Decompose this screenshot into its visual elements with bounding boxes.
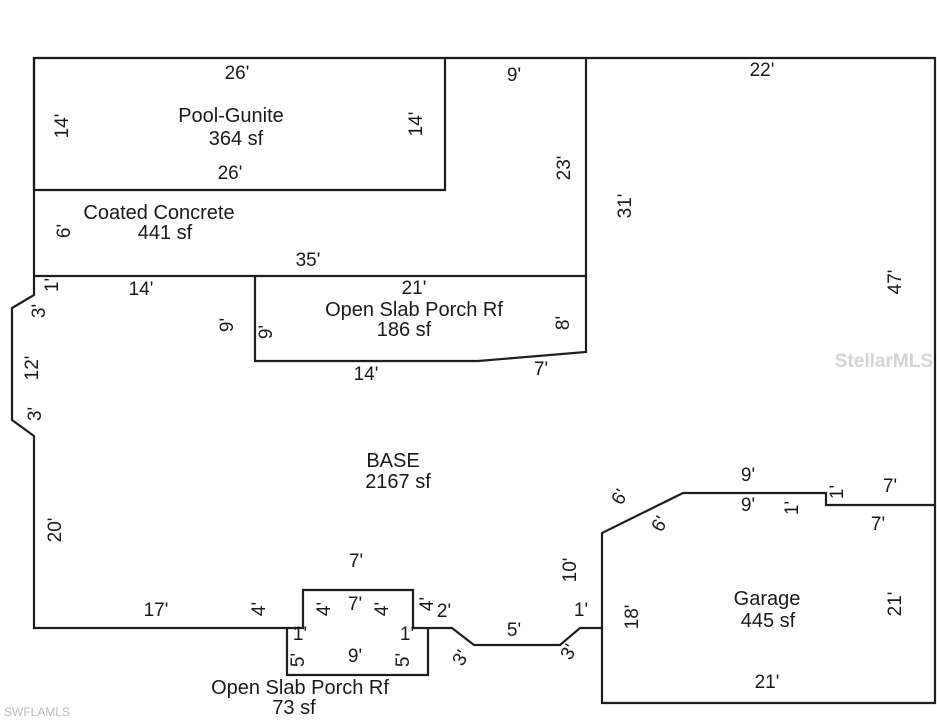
dim-pool-right: 14' xyxy=(406,112,427,137)
building-outline xyxy=(10,56,937,647)
dim-garage-top-9a: 9' xyxy=(741,465,755,486)
pool-area: 364 sf xyxy=(209,128,264,150)
upper-porch-label: Open Slab Porch Rf xyxy=(325,299,503,321)
swflamls-watermark: SWFLAMLS xyxy=(4,705,70,719)
garage-outline xyxy=(600,505,937,705)
stellar-watermark: StellarMLS xyxy=(835,351,933,372)
dim-left-3a: 3' xyxy=(29,304,50,318)
dim-pool-top: 26' xyxy=(225,63,250,84)
dim-garage-1b: 1' xyxy=(782,501,803,515)
upper-porch-outline xyxy=(253,276,588,363)
dim-garage-10: 10' xyxy=(560,558,581,583)
dim-porch-bottom-14: 14' xyxy=(354,364,379,385)
dim-mid-31: 31' xyxy=(615,194,636,219)
dim-step-2: 2' xyxy=(437,601,451,622)
dim-garage-7b: 7' xyxy=(871,514,885,535)
dim-garage-18: 18' xyxy=(622,605,643,630)
dim-garage-top-9b: 9' xyxy=(741,495,755,516)
dim-bottom-17: 17' xyxy=(144,600,169,621)
dim-porch-left-in: 9' xyxy=(256,325,277,339)
dim-lporch-5b: 5' xyxy=(393,653,414,667)
lower-porch-outline xyxy=(285,628,430,677)
dim-slope-5: 5' xyxy=(507,620,521,641)
coated-area: 441 sf xyxy=(138,222,193,244)
dim-top-mid: 9' xyxy=(507,65,521,86)
dim-porch-right: 8' xyxy=(553,316,574,330)
dim-lporch-5a: 5' xyxy=(288,653,309,667)
dim-garage-21-right: 21' xyxy=(885,592,906,617)
dim-porch-top: 21' xyxy=(402,278,427,299)
base-area: 2167 sf xyxy=(365,471,431,493)
dim-left-20: 20' xyxy=(45,518,66,543)
dim-mid-23: 23' xyxy=(554,156,575,181)
pool-label: Pool-Gunite xyxy=(178,105,284,127)
dim-lporch-1a: 1' xyxy=(293,624,307,645)
dim-notch-4b: 4' xyxy=(314,602,335,616)
dim-porch-bottom-7: 7' xyxy=(534,359,548,380)
dim-porch-left-out: 9' xyxy=(217,318,238,332)
dim-lporch-1b: 1' xyxy=(400,624,414,645)
dim-left-3b: 3' xyxy=(25,407,46,421)
dim-notch-4c: 4' xyxy=(372,602,393,616)
lower-porch-area: 73 sf xyxy=(272,697,316,719)
dim-notch-4d: 4' xyxy=(417,597,438,611)
dim-slope-3a: 3' xyxy=(449,647,474,670)
dim-bottom-7: 7' xyxy=(349,551,363,572)
dim-right-47: 47' xyxy=(885,270,906,295)
garage-label: Garage xyxy=(734,588,801,610)
dim-coated-bottom: 35' xyxy=(296,250,321,271)
lower-porch-label: Open Slab Porch Rf xyxy=(211,677,389,699)
garage-area: 445 sf xyxy=(741,610,796,632)
dim-notch-7: 7' xyxy=(348,594,362,615)
dim-pool-bottom: 26' xyxy=(218,163,243,184)
dim-garage-1c: 1' xyxy=(574,600,588,621)
dim-garage-1a: 1' xyxy=(827,485,848,499)
dim-left-12: 12' xyxy=(22,356,43,381)
dim-garage-7a: 7' xyxy=(883,476,897,497)
dim-garage-6b: 6' xyxy=(648,513,673,536)
upper-porch-area: 186 sf xyxy=(377,319,432,341)
dim-left-1: 1' xyxy=(42,278,63,292)
dim-notch-4a: 4' xyxy=(249,602,270,616)
dim-pool-left: 14' xyxy=(52,114,73,139)
base-label: BASE xyxy=(366,450,419,472)
patio-divider xyxy=(34,58,588,278)
dim-coated-left: 6' xyxy=(54,224,75,238)
dim-lporch-9: 9' xyxy=(348,646,362,667)
dim-garage-6a: 6' xyxy=(608,486,633,509)
dim-top-right: 22' xyxy=(750,60,775,81)
dim-garage-21-bottom: 21' xyxy=(755,672,780,693)
dim-row-14: 14' xyxy=(129,279,154,300)
pool-outline xyxy=(32,58,447,192)
coated-label: Coated Concrete xyxy=(83,202,234,224)
